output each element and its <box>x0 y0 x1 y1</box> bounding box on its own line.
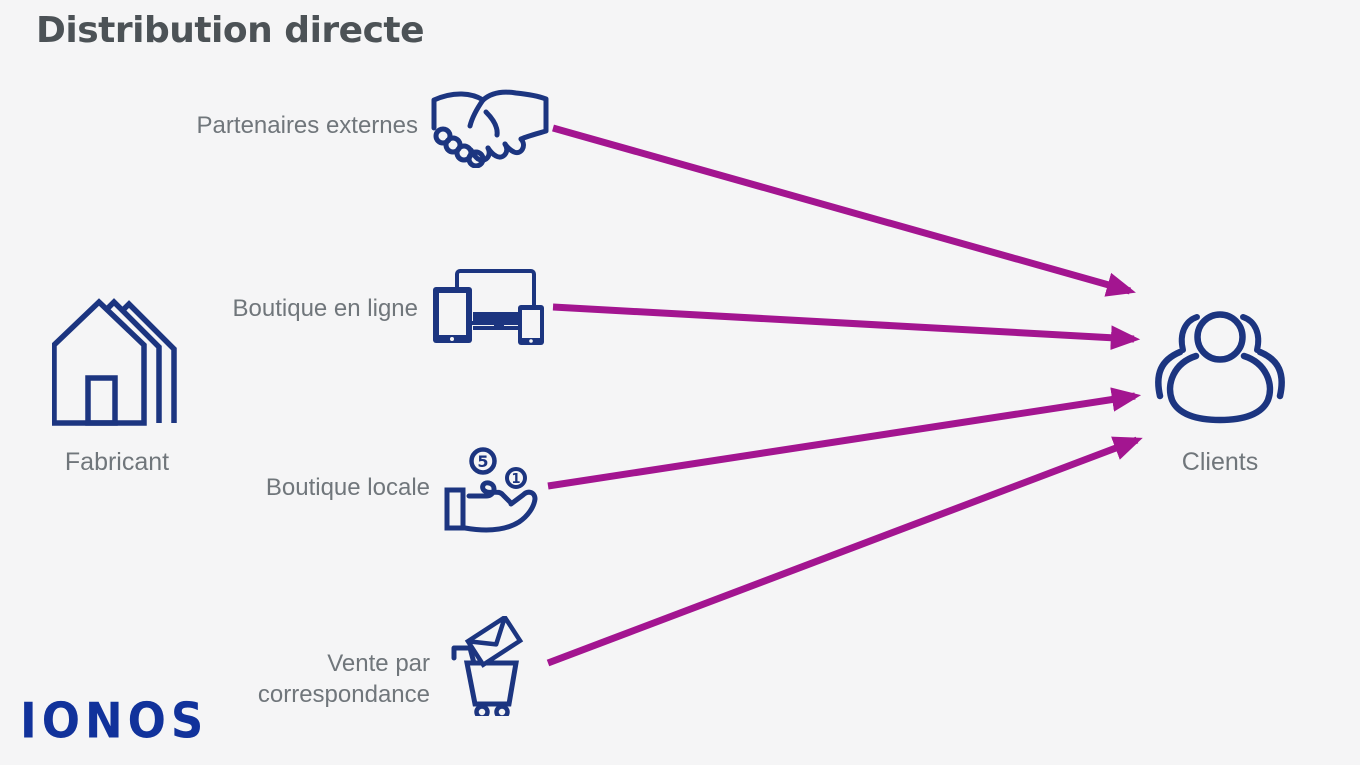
arrow-partenaires-to-clients <box>552 124 1136 297</box>
devices-icon <box>433 269 544 345</box>
page-title: Distribution directe <box>36 10 425 51</box>
mail-order-cart-icon <box>451 616 524 716</box>
fabricant-label: Fabricant <box>64 448 170 476</box>
people-group-icon <box>1155 311 1285 424</box>
clients-label: Clients <box>1181 448 1259 476</box>
ionos-logo: IONOS <box>20 692 209 750</box>
channel-label-boutique-locale: Boutique locale <box>265 474 430 501</box>
house-icon <box>52 298 177 426</box>
channel-label-vente-correspondance: Vente par correspondance <box>257 650 430 708</box>
channel-label-boutique-en-ligne: Boutique en ligne <box>232 295 418 322</box>
arrow-boutique-locale-to-clients <box>547 387 1142 490</box>
coins-hand-icon: 5 1 <box>444 447 538 533</box>
channel-label-partenaires: Partenaires externes <box>196 112 418 139</box>
arrow-boutique-en-ligne-to-clients <box>552 303 1141 351</box>
coin-5-value: 5 <box>477 452 488 471</box>
arrow-vente-correspondance-to-clients <box>546 436 1143 667</box>
coin-1-value: 1 <box>511 472 520 487</box>
handshake-icon <box>431 89 549 168</box>
